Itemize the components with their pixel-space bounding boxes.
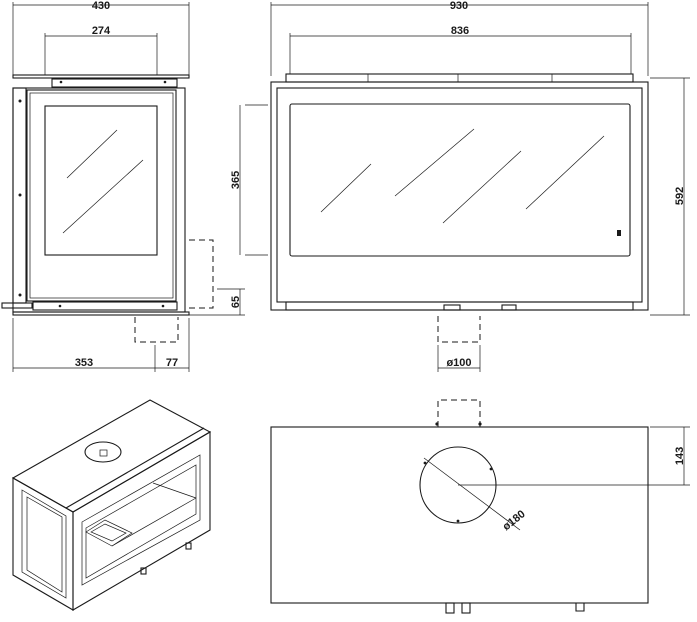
top-view: ø180 143 — [270, 399, 690, 614]
dim-flue-diameter: ø100 — [446, 357, 471, 369]
front-top-plate — [285, 73, 634, 83]
top-flue-outline — [437, 399, 481, 427]
dim-line-180 — [423, 457, 521, 531]
dim-front-flue-span: 836 — [451, 25, 469, 37]
iso-flue-opening — [84, 441, 122, 463]
front-bottom-flue-outline — [437, 316, 481, 343]
dim-flue-height-offset: 65 — [230, 296, 242, 308]
bottom-flue-outline — [134, 317, 179, 343]
front-door-frame — [276, 87, 643, 303]
side-view: 430 274 65 353 77 — [1, 0, 245, 372]
dim-total-height: 592 — [674, 187, 686, 205]
dim-top-flue-offset: 143 — [674, 447, 686, 465]
rear-flue-outline — [189, 239, 214, 309]
bottom-plate — [12, 311, 190, 316]
dim-side-flue-offset: 274 — [92, 25, 111, 37]
isometric-view — [11, 399, 212, 611]
dim-glass-height: 365 — [230, 171, 242, 189]
side-glass — [44, 105, 158, 256]
dim-side-depth-rear: 77 — [166, 357, 178, 369]
top-plate-outline — [270, 426, 649, 604]
top-plate — [12, 74, 190, 79]
front-body — [270, 81, 649, 311]
dim-side-width: 430 — [92, 0, 110, 12]
iso-ash-grate — [85, 519, 133, 547]
dim-side-depth-front: 353 — [75, 357, 93, 369]
side-door-frame — [26, 89, 177, 302]
front-glass — [289, 103, 631, 257]
dim-front-width: 930 — [450, 0, 468, 12]
dim-top-opening-diameter: ø180 — [501, 508, 528, 533]
front-view: 930 836 365 592 ø100 — [230, 0, 690, 372]
